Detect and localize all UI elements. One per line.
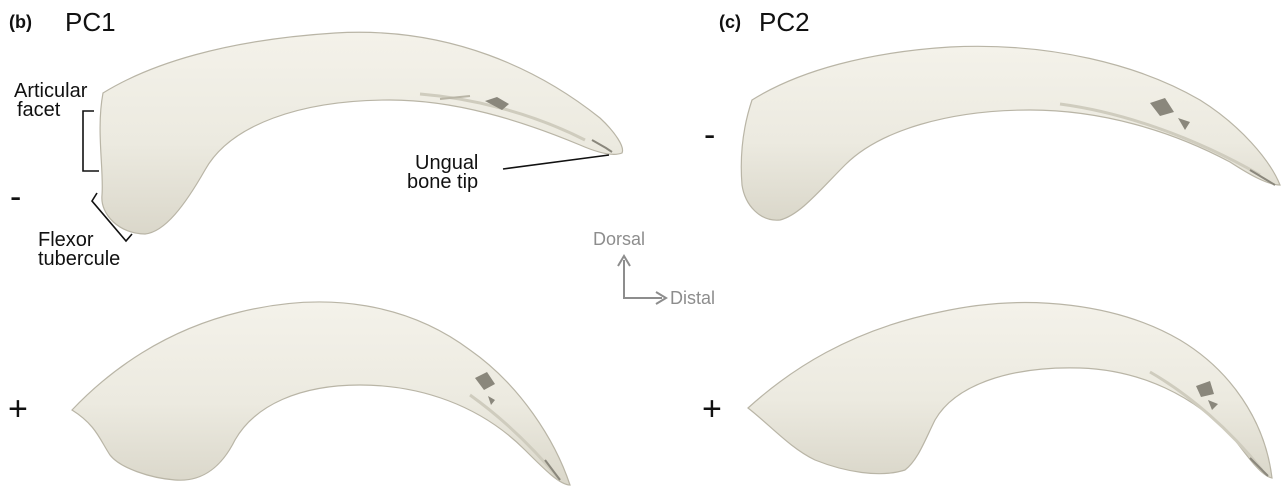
articular-facet-label-line2: facet	[17, 101, 60, 120]
ungual-tip-leader	[503, 155, 609, 169]
dorsal-label: Dorsal	[593, 230, 645, 248]
panel-b-letter: (b)	[9, 13, 32, 31]
panel-c-minus-sign: -	[704, 118, 715, 152]
ungual-tip-label-line2: bone tip	[407, 173, 478, 192]
panel-c-letter: (c)	[719, 13, 741, 31]
panel-b-title: PC1	[65, 9, 116, 35]
bone-pc1-minus	[100, 32, 622, 234]
panel-c-title: PC2	[759, 9, 810, 35]
distal-label: Distal	[670, 289, 715, 307]
bone-pc1-plus	[72, 302, 570, 485]
panel-c-plus-sign: +	[702, 392, 722, 426]
panel-b-plus-sign: +	[8, 392, 28, 426]
panel-b-minus-sign: -	[10, 180, 21, 214]
bone-pc2-minus	[741, 46, 1280, 220]
orientation-axes	[618, 256, 666, 304]
bone-pc2-plus	[748, 303, 1272, 478]
articular-facet-bracket	[83, 111, 99, 171]
flexor-tubercule-label-line2: tubercule	[38, 250, 120, 269]
